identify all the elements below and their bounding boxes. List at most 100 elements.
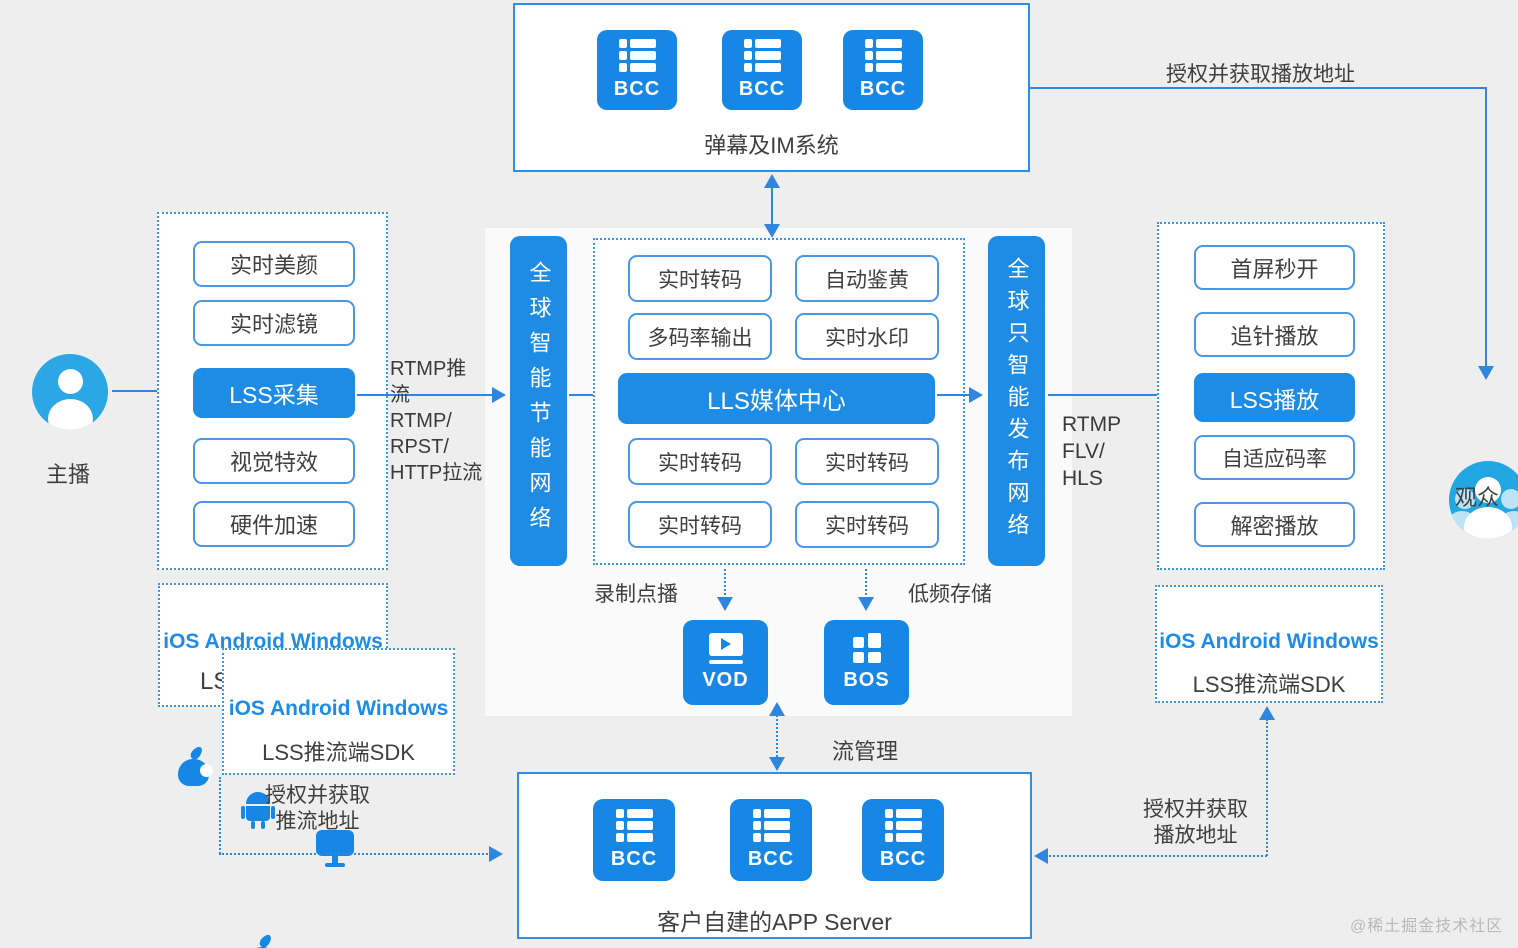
apple-icon [243, 932, 283, 948]
pill-decrypt-play: 解密播放 [1194, 502, 1355, 547]
global-smart-network-label: 全球智能节能网络 [526, 261, 552, 541]
vod-icon [708, 633, 743, 665]
auth-push-label: 授权并获取 推流地址 [265, 784, 370, 833]
arrowhead-right [492, 387, 506, 403]
sdk-box-front [222, 648, 455, 775]
app-server-title: 客户自建的APP Server [657, 909, 892, 935]
pill-transcode: 实时转码 [628, 501, 772, 548]
line-auth-play-top [1030, 87, 1487, 89]
audience-label: 观众 [1455, 485, 1500, 510]
auth-play-top-label: 授权并获取播放地址 [1166, 63, 1355, 86]
platforms-label: iOS Android Windows [1159, 630, 1379, 653]
bcc-tile: BCC [593, 799, 675, 881]
group-body-main [1464, 507, 1512, 539]
global-publish-network-label: 全球只智能发布网络 [1004, 257, 1030, 545]
bcc-tile: BCC [730, 799, 812, 881]
global-smart-network-bar: 全球智能节能网络 [510, 236, 567, 566]
dotted-line-bos [865, 569, 867, 599]
arrowhead-down [1478, 366, 1494, 380]
bos-label: BOS [843, 669, 890, 691]
vod-label: VOD [702, 669, 749, 691]
bos-icon [851, 633, 883, 665]
pill-chase-play: 追针播放 [1194, 312, 1355, 357]
pill-transcode: 实时转码 [795, 438, 939, 485]
pill-vfx: 视觉特效 [193, 438, 355, 484]
audience-avatar [1449, 461, 1518, 539]
dotted-line-stream [776, 712, 778, 760]
watermark: @稀土掘金技术社区 [1350, 918, 1504, 935]
stream-mgmt-label: 流管理 [832, 739, 899, 764]
bos-tile: BOS [824, 620, 909, 705]
server-icon [753, 809, 790, 842]
pill-transcode: 实时转码 [795, 501, 939, 548]
arrow-capture-network [357, 394, 495, 396]
vod-caption: 录制点播 [594, 583, 678, 606]
auth-play-bottom-label: 授权并获取 播放地址 [1143, 798, 1248, 847]
group-icon-right [1501, 489, 1518, 509]
bcc-tile: BCC [862, 799, 944, 881]
arrowhead-left [1034, 848, 1048, 864]
bcc-label: BCC [879, 848, 927, 870]
bcc-label: BCC [613, 78, 661, 100]
arrowhead-up [764, 174, 780, 188]
bcc-tile: BCC [843, 30, 923, 110]
sdk-front-label: LSS推流端SDK [262, 740, 415, 765]
bcc-label: BCC [738, 78, 786, 100]
server-icon [744, 39, 781, 72]
pill-lss-play: LSS播放 [1194, 373, 1355, 422]
pill-filter: 实时滤镜 [193, 300, 355, 346]
android-icon [241, 790, 275, 830]
sdk-box-right [1155, 585, 1383, 703]
arrow-network-play [1048, 394, 1178, 396]
server-icon [616, 809, 653, 842]
bcc-label: BCC [610, 848, 658, 870]
dotted-path-auth-push-h [219, 853, 491, 855]
pill-transcode: 实时转码 [628, 255, 772, 302]
pill-fast-start: 首屏秒开 [1194, 245, 1355, 290]
arrowhead-up [1259, 706, 1275, 720]
bcc-label: BCC [859, 78, 907, 100]
group-icon [1455, 489, 1475, 509]
person-icon [58, 369, 83, 394]
pill-lls-media-center: LLS媒体中心 [618, 373, 935, 424]
vod-tile: VOD [683, 620, 768, 705]
pill-beauty: 实时美颜 [193, 241, 355, 287]
sdk-right-label: LSS推流端SDK [1192, 672, 1346, 697]
group-head-main [1475, 477, 1501, 503]
arrowhead-up [769, 702, 785, 716]
pill-transcode: 实时转码 [628, 438, 772, 485]
pull-protocol-label: RTMP FLV/ HLS [1062, 413, 1122, 490]
arrowhead-right [969, 387, 983, 403]
pill-watermark: 实时水印 [795, 313, 939, 360]
windows-icon [315, 828, 355, 868]
server-icon [619, 39, 656, 72]
im-system-title: 弹幕及IM系统 [704, 133, 839, 158]
bos-caption: 低频存储 [908, 583, 992, 606]
arrowhead-right [489, 846, 503, 862]
platforms-label: iOS Android Windows [228, 697, 449, 720]
platforms-label: iOS Android Windows [163, 630, 383, 653]
arrow-im-network [771, 183, 773, 229]
arrow-anchor-capture [112, 390, 180, 392]
line-auth-play-down [1485, 87, 1487, 369]
arrowhead-down [769, 757, 785, 771]
global-publish-network-bar: 全球只智能发布网络 [988, 236, 1045, 566]
pill-lss-capture: LSS采集 [193, 368, 355, 418]
bcc-tile: BCC [597, 30, 677, 110]
person-body [48, 399, 93, 430]
dotted-path-auth-play-v [1266, 719, 1268, 856]
bcc-label: BCC [747, 848, 795, 870]
bcc-tile: BCC [722, 30, 802, 110]
pill-adaptive-bitrate: 自适应码率 [1194, 435, 1355, 480]
apple-icon [174, 744, 214, 788]
arrowhead-down [858, 597, 874, 611]
arrowhead-down [764, 224, 780, 238]
push-protocol-label: RTMP推 流 RTMP/ RPST/ HTTP拉流 [390, 358, 483, 484]
dotted-path-auth-push-v [219, 777, 221, 854]
dotted-line-vod [724, 569, 726, 599]
server-icon [865, 39, 902, 72]
server-icon [885, 809, 922, 842]
dotted-path-auth-play-h [1046, 855, 1267, 857]
arrow-media-network [937, 394, 973, 396]
